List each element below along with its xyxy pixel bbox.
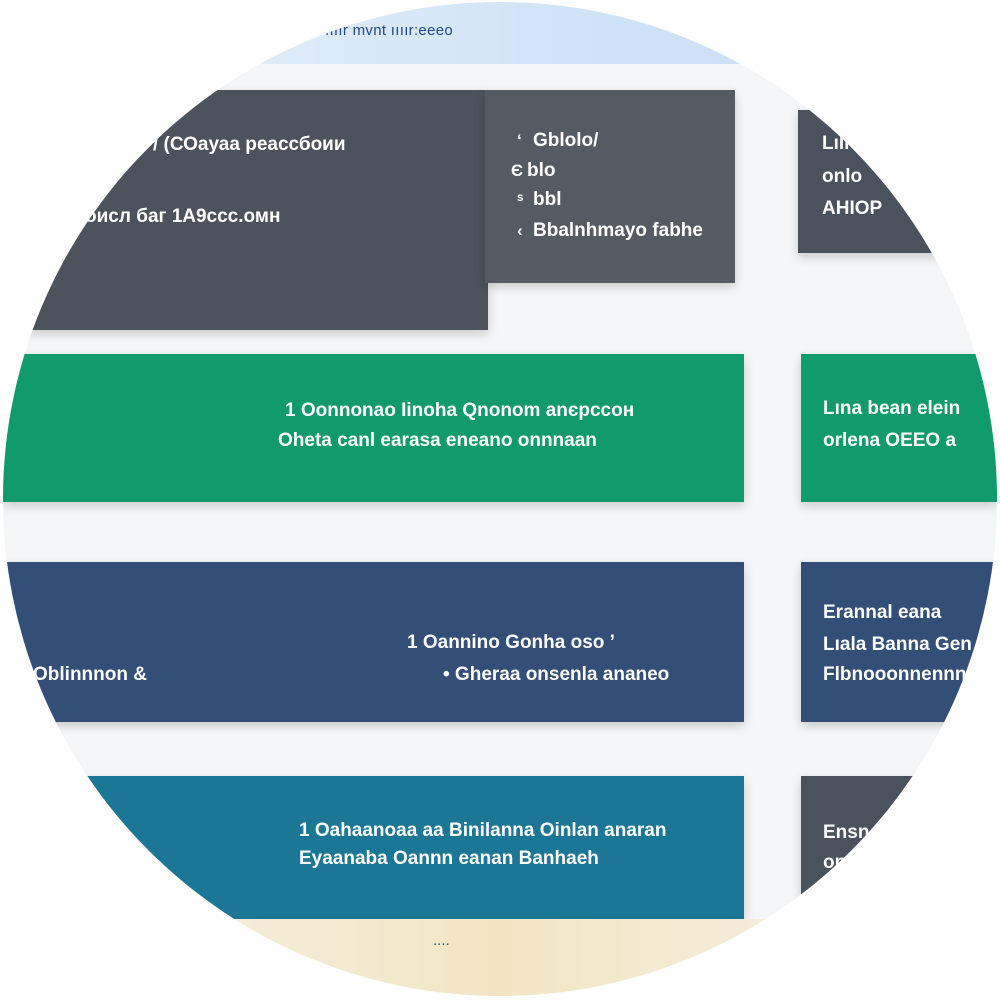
panel-top-right[interactable]: Lılı onlo AHIOP — [798, 110, 997, 253]
band-navy-line2: • Gheraa onsenla ananeo — [443, 664, 670, 685]
panel-top-right-line1: Lılı — [822, 133, 850, 154]
band-green-line1: 1 Oonnonao Iinoha Qnonom anєрссон — [285, 400, 635, 421]
band-green-line2: Oheta canl earasa eneano onnnaan — [278, 430, 597, 451]
band-navy-side[interactable]: Erannal eana Lıala Banna Gen Flbnooonnen… — [801, 562, 997, 722]
band-green-side-line1: Lına bean elein — [823, 398, 961, 419]
list-item-label: Gblolo/ — [533, 130, 599, 151]
list-item[interactable]: ‘ Gblolo/ — [517, 130, 598, 152]
band-navy-side-line1: Erannal eana — [823, 602, 942, 623]
band-teal-side[interactable]: Ensn onen — [801, 776, 997, 919]
panel-top-left-line2: оисл баг 1А9ссс.омн — [85, 206, 281, 227]
list-item-label: blo — [527, 160, 556, 181]
band-green-side[interactable]: Lına bean elein orlena OEEO a — [801, 354, 997, 502]
bullet-icon: ‘ — [517, 131, 522, 150]
list-item[interactable]: ‹ Bbalnhmayo fabhe — [517, 220, 703, 242]
band-teal-main[interactable]: 1 Oahaanoaa aa Binilanna Oinlan anaran E… — [3, 776, 744, 919]
header-title: ıııır mvnt ıııır:eeeo — [325, 22, 454, 39]
footer-strip — [3, 919, 997, 996]
band-teal-line2: Eyaanaba Oannn eanan Banhaeh — [299, 848, 599, 869]
band-navy-side-line2: Lıala Banna Gen — [823, 634, 972, 655]
footer-text: .... — [433, 932, 450, 949]
bullet-icon: ˢ — [517, 190, 524, 209]
band-teal-side-line1: Ensn — [823, 822, 870, 843]
band-teal-side-line2: onen — [823, 852, 869, 873]
header-bar: ıııır mvnt ıııır:eeeo — [3, 2, 997, 64]
band-teal-line1: 1 Oahaanoaa aa Binilanna Oinlan anaran — [299, 820, 667, 841]
panel-top-right-line3: AHIOP — [822, 198, 883, 219]
bullet-icon: ‹ — [517, 221, 523, 240]
list-item-label: Bbalnhmayo fabhe — [533, 220, 703, 241]
band-green-main[interactable]: 1 Oonnonao Iinoha Qnonom anєрссон Oheta … — [3, 354, 744, 502]
band-navy-left-label: Oblinnnon & — [33, 664, 147, 685]
band-navy-main[interactable]: Oblinnnon & 1 Oannino Gonha oso ’ • Gher… — [3, 562, 744, 722]
band-green-side-line2: orlena OEEO a — [823, 430, 957, 451]
band-navy-side-line3: Flbnooonnennn — [823, 664, 967, 685]
panel-top-left-line1: / (СОауаа реассбоии — [153, 134, 346, 155]
list-item-label: bbl — [533, 189, 562, 210]
panel-top-left[interactable]: / (СОауаа реассбоии оисл баг 1А9ссс.омн — [3, 90, 488, 330]
band-navy-line1: 1 Oannino Gonha oso ’ — [407, 632, 615, 653]
panel-top-right-line2: onlo — [822, 166, 863, 187]
bullet-icon: Є — [511, 161, 524, 180]
circular-frame: ıııır mvnt ıııır:eeeo / (СОауаа реассбои… — [3, 2, 997, 996]
